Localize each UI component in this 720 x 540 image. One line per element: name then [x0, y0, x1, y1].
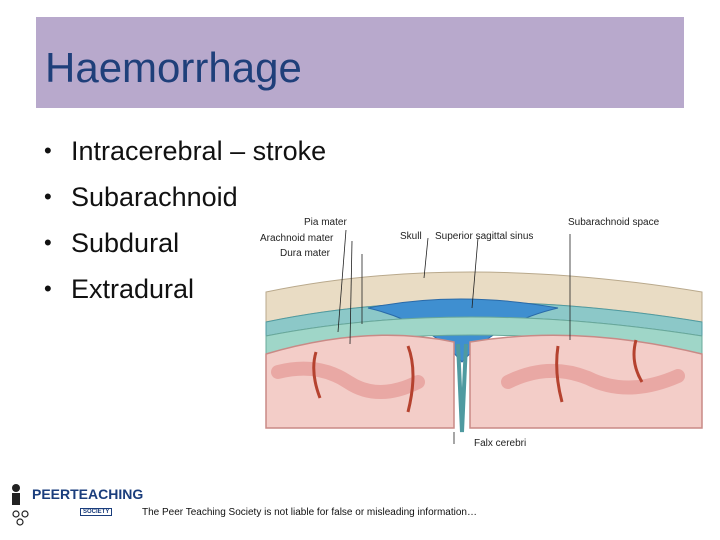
gyrus — [271, 361, 425, 399]
bullet-text: Subarachnoid — [71, 182, 238, 212]
bullet-dot: • — [44, 138, 52, 163]
leader-line — [337, 229, 347, 333]
label-skull: Skull — [400, 231, 422, 242]
gyrus — [501, 363, 685, 395]
leader-line — [349, 240, 353, 345]
meninges-illustration — [265, 229, 703, 444]
vessel — [632, 339, 644, 383]
label-dura-mater: Dura mater — [280, 248, 331, 259]
disclaimer-text: The Peer Teaching Society is not liable … — [142, 507, 477, 518]
falx-shape — [456, 343, 468, 433]
logo-text: PEERTEACHING — [32, 486, 144, 502]
bullet-dot: • — [44, 276, 52, 301]
bullet-text: Subdural — [71, 228, 180, 258]
leader-line — [423, 237, 429, 279]
label-falx-cerebri: Falx cerebri — [474, 438, 527, 449]
bullet-dot: • — [44, 184, 52, 209]
leader-line — [471, 237, 479, 309]
meninges-diagram: Pia mater Arachnoid mater Dura mater Sku… — [258, 212, 714, 452]
vessel — [406, 345, 415, 413]
bullet-dot: • — [44, 230, 52, 255]
slide-title: Haemorrhage — [45, 44, 302, 91]
people-logo-icon — [12, 484, 29, 526]
logo-subtext: SOCIETY — [80, 508, 113, 516]
vessel — [312, 351, 322, 399]
vessel — [555, 345, 564, 403]
peer-teaching-society-logo: PEERTEACHING SOCIETY — [10, 480, 143, 526]
bullet-text: Intracerebral – stroke — [71, 136, 327, 166]
bullet-text: Extradural — [71, 274, 195, 304]
label-pia-mater: Pia mater — [304, 217, 347, 228]
title-bar: Haemorrhage — [36, 17, 684, 108]
label-superior-sagittal-sinus: Superior sagittal sinus — [435, 231, 534, 242]
label-arachnoid-mater: Arachnoid mater — [260, 233, 334, 244]
label-subarachnoid-space: Subarachnoid space — [568, 217, 660, 228]
